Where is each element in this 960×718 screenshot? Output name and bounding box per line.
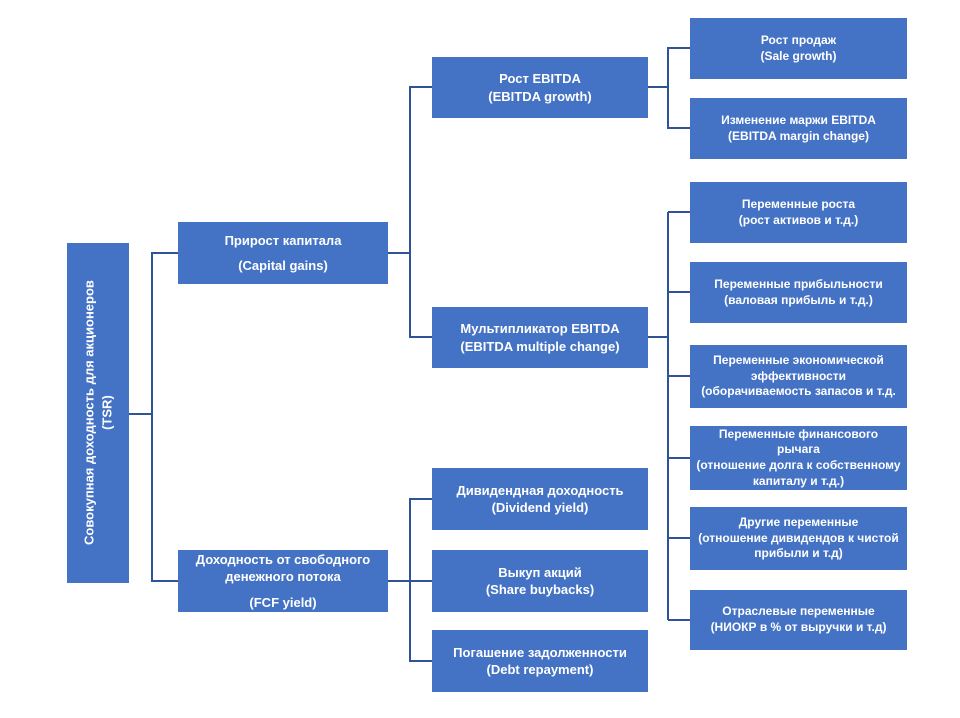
connector-ebitda-multiple-to-children bbox=[648, 211, 690, 621]
node-industry-variables-title: Отраслевые переменные bbox=[722, 604, 875, 619]
node-profitability-variables-subtitle: (валовая прибыль и т.д.) bbox=[724, 292, 873, 307]
node-debt-repayment-title: Погашение задолженности bbox=[453, 644, 627, 660]
node-ebitda-margin-change: Изменение маржи EBITDA (EBITDA margin ch… bbox=[690, 98, 907, 159]
node-tsr: Совокупная доходность для акционеров (TS… bbox=[67, 243, 129, 583]
connector-capital-gains-to-children bbox=[387, 86, 432, 338]
node-share-buybacks-subtitle: (Share buybacks) bbox=[485, 582, 595, 597]
node-tsr-title: Совокупная доходность для акционеров bbox=[81, 280, 97, 546]
node-ebitda-growth-title: Рост EBITDA bbox=[499, 71, 581, 87]
node-profitability-variables-title: Переменные прибыльности bbox=[714, 276, 883, 291]
node-industry-variables: Отраслевые переменные (НИОКР в % от выру… bbox=[690, 590, 907, 650]
node-ebitda-multiple-title: Мультипликатор EBITDA bbox=[460, 321, 620, 337]
node-growth-variables-title: Переменные роста bbox=[741, 196, 856, 211]
node-leverage-variables-subtitle: (отношение долга к собственному капиталу… bbox=[696, 458, 901, 488]
node-leverage-variables-title: Переменные финансового рычага bbox=[718, 426, 879, 457]
node-other-variables-subtitle: (отношение дивидендов к чистой прибыли и… bbox=[698, 530, 899, 561]
node-share-buybacks-title: Выкуп акций bbox=[498, 564, 582, 580]
node-ebitda-margin-change-subtitle: (EBITDA margin change) bbox=[728, 128, 869, 143]
node-efficiency-variables-subtitle: (оборачиваемость запасов и т.д. bbox=[701, 384, 896, 399]
node-fcf-yield-title: Доходность от свободного денежного поток… bbox=[195, 552, 371, 585]
node-debt-repayment-subtitle: (Debt repayment) bbox=[486, 662, 594, 677]
node-efficiency-variables-title: Переменные экономической эффективности bbox=[713, 353, 884, 383]
node-industry-variables-subtitle: (НИОКР в % от выручки и т.д) bbox=[710, 620, 887, 634]
node-dividend-yield: Дивидендная доходность (Dividend yield) bbox=[432, 468, 648, 530]
node-sale-growth-subtitle: (Sale growth) bbox=[760, 48, 837, 63]
node-other-variables: Другие переменные (отношение дивидендов … bbox=[690, 507, 907, 570]
node-ebitda-multiple: Мультипликатор EBITDA (EBITDA multiple c… bbox=[432, 307, 648, 368]
node-share-buybacks: Выкуп акций (Share buybacks) bbox=[432, 550, 648, 612]
node-tsr-subtitle: (TSR) bbox=[99, 395, 114, 431]
node-ebitda-growth-subtitle: (EBITDA growth) bbox=[488, 88, 592, 104]
node-fcf-yield: Доходность от свободного денежного поток… bbox=[178, 550, 388, 612]
node-ebitda-multiple-subtitle: (EBITDA multiple change) bbox=[460, 338, 620, 354]
node-tsr-text: Совокупная доходность для акционеров (TS… bbox=[80, 243, 115, 583]
node-efficiency-variables: Переменные экономической эффективности (… bbox=[690, 345, 907, 408]
node-fcf-yield-subtitle: (FCF yield) bbox=[249, 594, 317, 610]
connector-fcf-yield-to-children bbox=[387, 498, 432, 662]
node-growth-variables-subtitle: (рост активов и т.д.) bbox=[738, 212, 859, 227]
node-capital-gains-title: Прирост капитала bbox=[224, 232, 342, 248]
connector-tsr-to-level2 bbox=[129, 252, 178, 582]
node-capital-gains-subtitle: (Capital gains) bbox=[238, 258, 328, 273]
node-dividend-yield-subtitle: (Dividend yield) bbox=[491, 500, 589, 515]
node-profitability-variables: Переменные прибыльности (валовая прибыль… bbox=[690, 262, 907, 323]
connector-ebitda-growth-to-children bbox=[648, 47, 690, 129]
node-other-variables-title: Другие переменные bbox=[738, 515, 859, 530]
node-ebitda-margin-change-title: Изменение маржи EBITDA bbox=[721, 112, 876, 127]
node-growth-variables: Переменные роста (рост активов и т.д.) bbox=[690, 182, 907, 243]
node-ebitda-growth: Рост EBITDA (EBITDA growth) bbox=[432, 57, 648, 118]
node-leverage-variables: Переменные финансового рычага (отношение… bbox=[690, 426, 907, 490]
node-debt-repayment: Погашение задолженности (Debt repayment) bbox=[432, 630, 648, 692]
node-sale-growth-title: Рост продаж bbox=[760, 32, 837, 47]
node-capital-gains: Прирост капитала (Capital gains) bbox=[178, 222, 388, 284]
node-sale-growth: Рост продаж (Sale growth) bbox=[690, 18, 907, 79]
node-dividend-yield-title: Дивидендная доходность bbox=[456, 482, 624, 498]
